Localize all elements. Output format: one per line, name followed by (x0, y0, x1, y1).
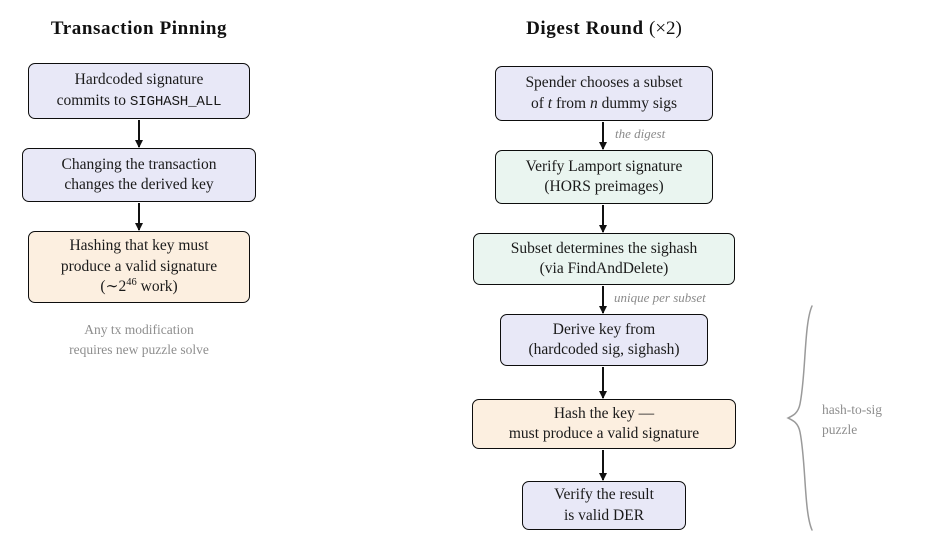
caption-line-1: Any tx modification (84, 322, 194, 337)
t-prefix: of (531, 94, 548, 112)
node-line-work: (∼246 work) (100, 277, 177, 297)
arrow-changing-to-hashing (138, 203, 140, 230)
left-column-caption: Any tx modification requires new puzzle … (0, 320, 278, 359)
node-line: Spender chooses a subset (525, 74, 683, 92)
node-line: produce a valid signature (60, 257, 218, 275)
work-prefix: (∼2 (100, 278, 127, 296)
node-line: Hash the key — (553, 404, 655, 422)
edge-label-unique-per-subset: unique per subset (614, 290, 706, 305)
node-line: Verify the result (554, 486, 654, 504)
node-hashing-key[interactable]: Hashing that key must produce a valid si… (28, 231, 250, 303)
work-suffix: work) (136, 278, 178, 296)
node-derive-key-from[interactable]: Derive key from (hardcoded sig, sighash) (500, 314, 708, 366)
node-line: changes the derived key (64, 176, 214, 193)
arrow-hardcoded-to-changing (138, 120, 140, 147)
node-line: Hashing that key must (69, 237, 209, 255)
digest-round-multiplier: (×2) (649, 18, 682, 39)
node-line: (hardcoded sig, sighash) (528, 341, 680, 358)
node-line: Hardcoded signature (74, 71, 204, 89)
node-line: must produce a valid signature (508, 425, 700, 442)
node-line: Verify Lamport signature (525, 157, 683, 175)
brace-label-line-2: puzzle (822, 421, 858, 437)
node-line: Subset determines the sighash (510, 239, 698, 257)
node-line: commits to SIGHASH_ALL (57, 91, 222, 112)
node-changing-transaction[interactable]: Changing the transaction changes the der… (22, 148, 256, 202)
hash-to-sig-brace (782, 304, 826, 537)
node-line-text: commits to (56, 91, 130, 109)
arrow-spender-to-verify-lamport (602, 122, 604, 149)
node-verify-lamport-signature[interactable]: Verify Lamport signature (HORS preimages… (495, 150, 713, 204)
variable-t: t (547, 94, 553, 112)
node-line: (via FindAndDelete) (539, 260, 669, 277)
node-line: Changing the transaction (61, 155, 217, 173)
sighash-all-code: SIGHASH_ALL (129, 93, 222, 110)
caption-line-2: requires new puzzle solve (69, 341, 209, 357)
digest-round-text: Digest Round (526, 18, 644, 39)
arrow-subset-to-derive-key (602, 286, 604, 313)
brace-label-line-1: hash-to-sig (822, 402, 882, 417)
edge-label-the-digest: the digest (615, 126, 666, 141)
node-spender-chooses-subset[interactable]: Spender chooses a subset of t from n dum… (495, 66, 713, 121)
arrow-hash-key-to-verify-der (602, 450, 604, 480)
arrow-verify-lamport-to-subset (602, 205, 604, 232)
node-line: of t from n dummy sigs (531, 94, 677, 114)
page-title-digest-round: Digest Round (×2) (452, 18, 756, 40)
node-verify-result-der[interactable]: Verify the result is valid DER (522, 481, 686, 530)
variable-n: n (590, 94, 598, 112)
node-line: is valid DER (563, 506, 645, 524)
node-line: (HORS preimages) (544, 178, 664, 195)
node-subset-determines-sighash[interactable]: Subset determines the sighash (via FindA… (473, 233, 735, 285)
node-line: Derive key from (552, 320, 656, 338)
page-title-transaction-pinning: Transaction Pinning (50, 18, 228, 39)
node-hash-the-key[interactable]: Hash the key — must produce a valid sign… (472, 399, 736, 449)
from-text: from (552, 94, 590, 112)
dummy-sigs-text: dummy sigs (597, 94, 677, 112)
work-exponent: 46 (126, 277, 137, 289)
arrow-derive-key-to-hash-key (602, 367, 604, 398)
curly-brace-icon (786, 305, 813, 531)
node-hardcoded-signature[interactable]: Hardcoded signature commits to SIGHASH_A… (28, 63, 250, 119)
brace-label-hash-to-sig-puzzle: hash-to-sig puzzle (822, 400, 882, 439)
